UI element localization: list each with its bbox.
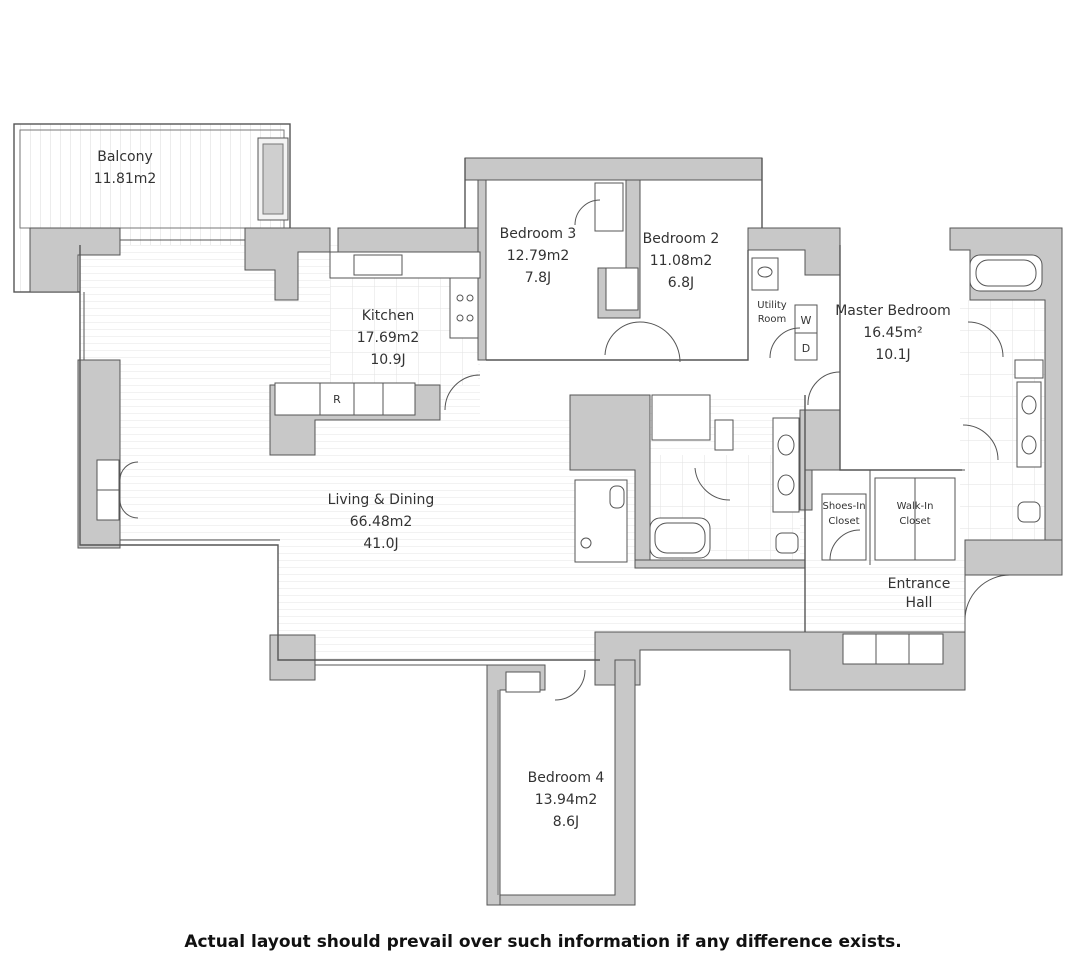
bedroom2-jo: 6.8J bbox=[668, 275, 694, 291]
living-name: Living & Dining bbox=[328, 492, 435, 508]
walkin-line1: Walk-In bbox=[897, 501, 934, 512]
disclaimer-text: Actual layout should prevail over such i… bbox=[184, 932, 902, 952]
doors bbox=[119, 199, 1011, 701]
master-area: 16.45m² bbox=[863, 325, 922, 341]
kitchen-name: Kitchen bbox=[362, 308, 415, 324]
kitchen-fixtures: R bbox=[274, 251, 481, 416]
utility-line2: Room bbox=[758, 314, 786, 325]
kitchen-jo: 10.9J bbox=[370, 352, 405, 368]
refrigerator bbox=[319, 382, 355, 416]
refrigerator-label: R bbox=[333, 393, 341, 406]
balcony-name: Balcony bbox=[97, 149, 153, 165]
floor-plan: R W D bbox=[13, 123, 1063, 906]
bedroom3-area: 12.79m2 bbox=[507, 248, 570, 264]
bedroom2-area: 11.08m2 bbox=[650, 253, 713, 269]
dryer-label: D bbox=[802, 342, 810, 355]
bedroom3-name: Bedroom 3 bbox=[500, 226, 577, 242]
kitchen-area: 17.69m2 bbox=[357, 330, 420, 346]
shoes-line1: Shoes-In bbox=[822, 501, 865, 512]
closets bbox=[96, 182, 956, 693]
entrance-line1: Entrance bbox=[888, 576, 951, 592]
bedroom4-name: Bedroom 4 bbox=[528, 770, 605, 786]
living-area: 66.48m2 bbox=[350, 514, 413, 530]
master-name: Master Bedroom bbox=[835, 303, 951, 319]
entrance-line2: Hall bbox=[906, 595, 933, 611]
balcony-area: 11.81m2 bbox=[94, 171, 157, 187]
shoes-line2: Closet bbox=[828, 516, 859, 527]
utility-line1: Utility bbox=[757, 300, 786, 311]
bedroom3-jo: 7.8J bbox=[525, 270, 551, 286]
washer-label: W bbox=[801, 314, 812, 327]
master-jo: 10.1J bbox=[875, 347, 910, 363]
walkin-line2: Closet bbox=[899, 516, 930, 527]
bedroom2-name: Bedroom 2 bbox=[643, 231, 720, 247]
outlines bbox=[79, 158, 966, 895]
room-labels: Balcony 11.81m2 Kitchen 17.69m2 10.9J Be… bbox=[94, 149, 951, 830]
bedroom4-jo: 8.6J bbox=[553, 814, 579, 830]
bedroom4-area: 13.94m2 bbox=[535, 792, 598, 808]
living-jo: 41.0J bbox=[363, 536, 398, 552]
bath-fixtures: W D bbox=[574, 254, 1044, 563]
